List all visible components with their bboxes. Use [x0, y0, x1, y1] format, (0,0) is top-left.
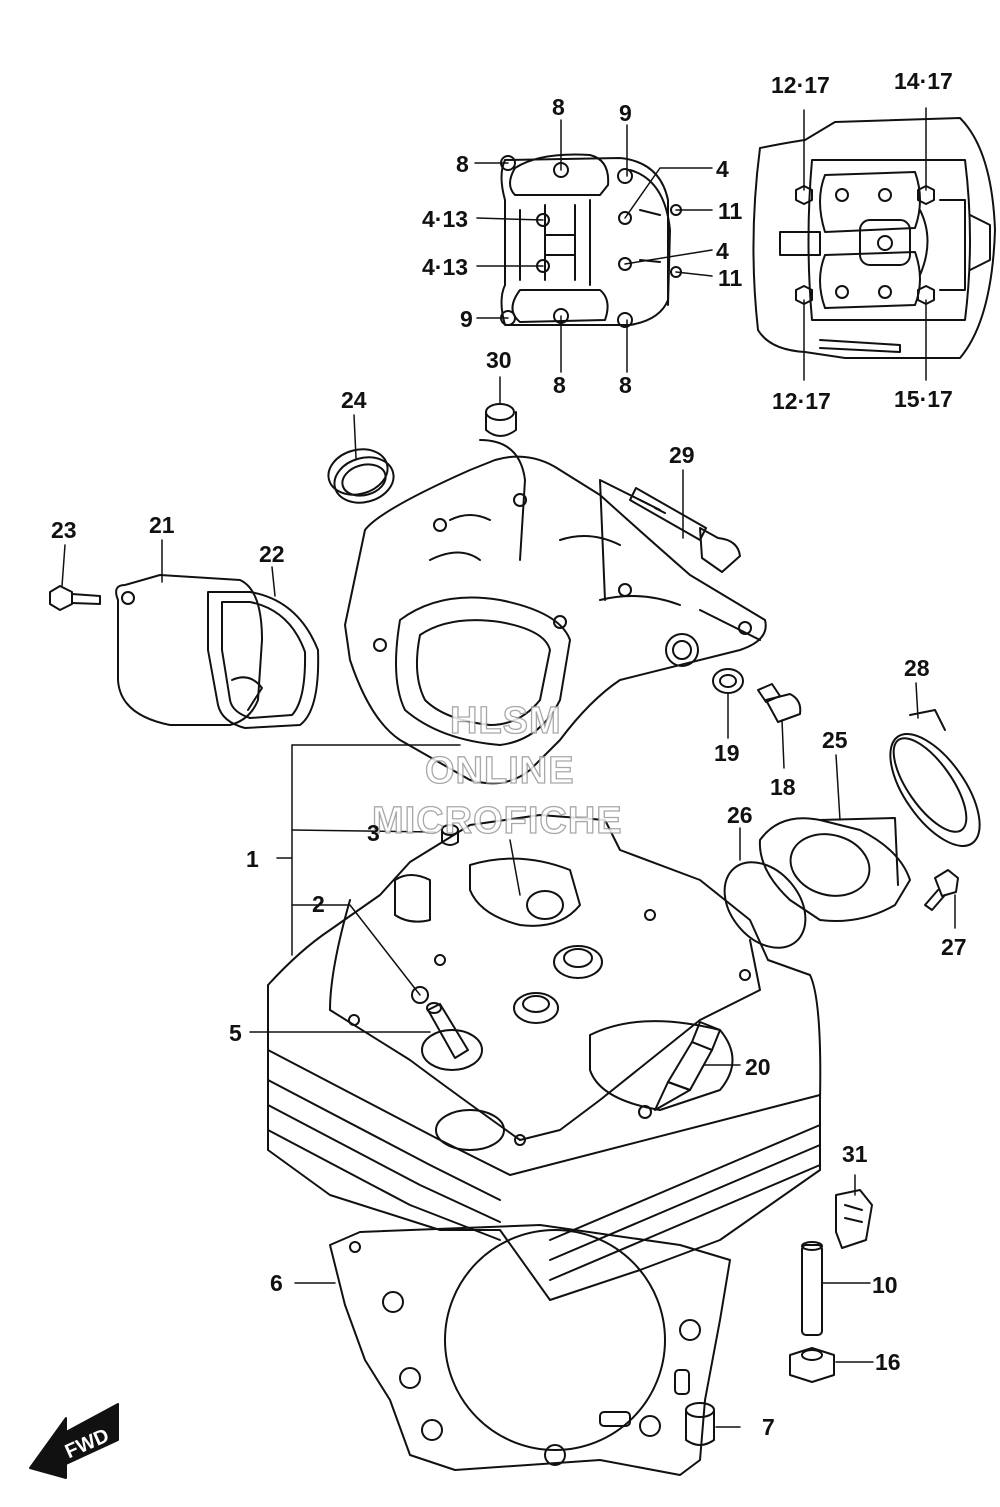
part-21-side-cover [115, 574, 263, 726]
part-23-bolt [49, 585, 101, 611]
fwd-arrow-icon: FWD [29, 1403, 119, 1479]
inset-right-label-top-right: 14·17 [894, 68, 953, 94]
part-24-o-ring [327, 448, 395, 504]
part-26-o-ring [723, 861, 807, 949]
inset-left-label-top-9: 9 [619, 100, 632, 126]
inset-left-leader-lines [474, 119, 713, 373]
inset-left-label-bottom-8a: 8 [553, 372, 566, 398]
part-25-intake-pipe [758, 817, 911, 922]
callout-26: 26 [727, 802, 753, 828]
part-2-dowel [411, 986, 429, 1004]
inset-cover-bolt-pattern [500, 153, 682, 328]
inset-right-label-bottom-left: 12·17 [772, 388, 831, 414]
inset-right-label-bottom-right: 15·17 [894, 386, 953, 412]
inset-right-leader-lines [803, 107, 927, 381]
part-27-bolt [924, 869, 959, 911]
callout-1: 1 [246, 846, 259, 872]
callout-2: 2 [312, 891, 325, 917]
callout-29: 29 [669, 442, 695, 468]
inset-left-label-right-4b: 4 [716, 238, 729, 264]
callout-23: 23 [51, 517, 77, 543]
callout-3: 3 [367, 820, 380, 846]
part-19-washer [712, 668, 744, 694]
inset-left-label-4-13b: 4·13 [422, 254, 469, 280]
callout-16: 16 [875, 1349, 901, 1375]
inset-head-top-view [752, 117, 996, 359]
inset-left-label-right-4a: 4 [716, 156, 729, 182]
watermark-line-1: HLSM [449, 700, 562, 742]
part-28-clamp [889, 709, 981, 847]
inset-left-label-left-9: 9 [460, 306, 473, 332]
part-valve-cover [344, 439, 767, 785]
part-29-bolt [629, 487, 741, 573]
callout-leader-lines [61, 376, 956, 1428]
part-10-stud [801, 1241, 823, 1336]
part-31-guide [835, 1189, 873, 1249]
part-cylinder-head [267, 814, 822, 1301]
inset-right-label-top-left: 12·17 [771, 72, 830, 98]
callout-20: 20 [745, 1054, 771, 1080]
callout-6: 6 [270, 1270, 283, 1296]
inset-left-label-left-8: 8 [456, 151, 469, 177]
watermark-line-3: MICROFICHE [371, 800, 623, 842]
callout-28: 28 [904, 655, 930, 681]
callout-30: 30 [486, 347, 512, 373]
inset-left-label-top-8: 8 [552, 94, 565, 120]
inset-left-label-bottom-8b: 8 [619, 372, 632, 398]
watermark-line-2: ONLINE [424, 750, 575, 792]
callout-27: 27 [941, 934, 967, 960]
part-22-gasket [207, 591, 320, 729]
callout-25: 25 [822, 727, 848, 753]
part-6-head-gasket [329, 1224, 731, 1476]
part-3-dowel [441, 824, 459, 846]
part-20-spark-plug [638, 1021, 721, 1119]
callout-18: 18 [770, 774, 796, 800]
callout-7: 7 [762, 1414, 775, 1440]
callout-22: 22 [259, 541, 285, 567]
inset-left-label-4-13a: 4·13 [422, 206, 469, 232]
callout-21: 21 [149, 512, 175, 538]
part-18-plug [757, 683, 802, 723]
inset-left-label-right-11a: 11 [718, 198, 743, 224]
part-7-dowel-pin [685, 1402, 715, 1446]
part-5-valve-guide [426, 1002, 469, 1059]
part-30-seal [485, 403, 517, 437]
inset-left-label-right-11b: 11 [718, 265, 743, 291]
callout-24: 24 [341, 387, 367, 413]
callout-31: 31 [842, 1141, 868, 1167]
callout-19: 19 [714, 740, 740, 766]
callout-10: 10 [872, 1272, 898, 1298]
callout-5: 5 [229, 1020, 242, 1046]
part-16-nut [789, 1347, 835, 1383]
